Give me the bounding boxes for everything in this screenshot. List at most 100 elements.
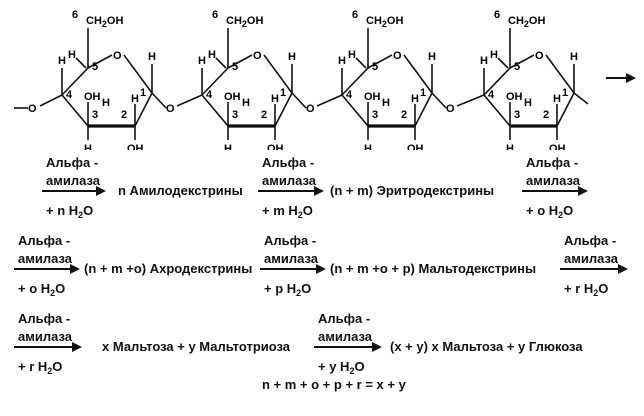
glycosidic-bond (316, 94, 343, 107)
ring-bond (341, 67, 369, 96)
ring-bond (123, 54, 153, 94)
product-achrodextrins: (n + m +o) Ахродекстрины (84, 261, 253, 276)
hydrogen-atom: H (411, 93, 419, 105)
glycosidic-bond (291, 92, 307, 109)
ring-bond (201, 67, 229, 96)
enzyme-label: Альфа - (564, 233, 617, 248)
glycosidic-bond (151, 92, 167, 109)
carbon-number: 4 (206, 89, 213, 101)
hydroxyl-group: OH (364, 91, 381, 103)
chain-end-arrow (606, 73, 636, 83)
carbon-number: 5 (232, 61, 238, 73)
carbon-number: 4 (488, 89, 495, 101)
carbon-number: 4 (66, 89, 73, 101)
enzyme-label: амилаза (262, 173, 317, 188)
hydroxyl-group: OH (407, 143, 424, 150)
hydrogen-atom: H (224, 143, 232, 150)
carbon-number: 6 (352, 9, 358, 21)
product-maltodextrins: (n + m +o + p) Мальтодекстрины (330, 261, 537, 276)
hydroxyl-group: OH (506, 91, 523, 103)
product-maltose-glucose: (x + y) x Мальтоза + y Глюкоза (390, 339, 583, 354)
hydrogen-atom: H (506, 143, 514, 150)
water-reagent: + y H2O (318, 359, 365, 376)
reaction-arrow (522, 186, 588, 196)
glycosidic-oxygen: O (446, 103, 455, 115)
hydrogen-atom: H (348, 49, 356, 61)
glycosidic-bond (39, 94, 63, 107)
hydrogen-atom: H (480, 55, 488, 67)
enzyme-label: амилаза (526, 173, 581, 188)
reaction-arrow (314, 342, 382, 352)
water-reagent: + n H2O (46, 203, 94, 220)
carbon-number: 1 (562, 87, 568, 99)
glycosidic-oxygen: O (306, 103, 315, 115)
substituent-bond (75, 57, 87, 69)
hydrogen-atom: H (208, 49, 216, 61)
oxygen-atom: O (28, 103, 37, 115)
balance-equation: n + m + o + p + r = x + y (262, 377, 406, 392)
reaction-arrow (258, 186, 324, 196)
glycosidic-oxygen: O (166, 103, 175, 115)
ring-bond (414, 92, 433, 127)
hydrogen-atom: H (131, 93, 139, 105)
ring-bond (509, 54, 535, 69)
substituent-bond (497, 57, 509, 69)
ch2oh-group: CH2OH (366, 15, 403, 29)
reaction-arrow (14, 342, 82, 352)
ring-bond (483, 94, 511, 127)
enzyme-label: Альфа - (18, 311, 71, 326)
enzyme-label: Альфа - (264, 233, 317, 248)
water-reagent: + o H2O (18, 281, 66, 298)
ch2oh-group: CH2OH (226, 15, 263, 29)
enzyme-label: Альфа - (18, 233, 71, 248)
enzyme-label: амилаза (18, 251, 73, 266)
water-reagent: + r H2O (564, 281, 609, 298)
carbon-number: 3 (92, 109, 98, 121)
hydrogen-atom: H (570, 51, 578, 63)
reaction-arrow (560, 264, 628, 274)
ring-bond (545, 54, 575, 94)
hydrogen-atom: H (84, 143, 92, 150)
reaction-arrow (14, 264, 80, 274)
hydroxyl-group: OH (224, 91, 241, 103)
carbon-number: 5 (514, 61, 520, 73)
hydrogen-atom: H (148, 51, 156, 63)
hydrogen-atom: H (102, 97, 110, 109)
ring-bond (61, 94, 89, 127)
hydrogen-atom: H (58, 55, 66, 67)
ring-bond (274, 92, 293, 127)
glycosidic-bond (456, 94, 485, 107)
hydroxyl-group: OH (127, 143, 144, 150)
hydroxyl-group: OH (549, 143, 566, 150)
hydrogen-atom: H (490, 49, 498, 61)
ring-bond (134, 92, 153, 127)
product-maltose-maltotriose: x Мальтоза + y Мальтотриоза (102, 339, 291, 354)
hydroxyl-group: OH (84, 91, 101, 103)
hydrogen-atom: H (68, 49, 76, 61)
glycosidic-bond (573, 92, 589, 105)
enzyme-label: амилаза (46, 173, 101, 188)
ring-bond (227, 54, 253, 69)
ring-bond (367, 54, 393, 69)
ring-bond (87, 54, 113, 69)
carbon-number: 1 (280, 87, 286, 99)
glycosidic-bond (176, 94, 203, 107)
enzyme-label: амилаза (318, 329, 373, 344)
enzyme-label: Альфа - (318, 311, 371, 326)
enzyme-label: Альфа - (46, 155, 99, 170)
product-erythrodextrins: (n + m) Эритродекстрины (330, 183, 495, 198)
enzyme-label: амилаза (18, 329, 73, 344)
ring-oxygen: O (253, 50, 262, 62)
water-reagent: + r H2O (18, 359, 63, 376)
ch2oh-group: CH2OH (508, 15, 545, 29)
ring-bond (263, 54, 293, 94)
carbon-number: 1 (140, 87, 146, 99)
carbon-number: 4 (346, 89, 353, 101)
ring-oxygen: O (393, 50, 402, 62)
hydrogen-atom: H (198, 55, 206, 67)
ring-bond (61, 67, 89, 96)
enzyme-label: Альфа - (526, 155, 579, 170)
enzyme-label: амилаза (264, 251, 319, 266)
